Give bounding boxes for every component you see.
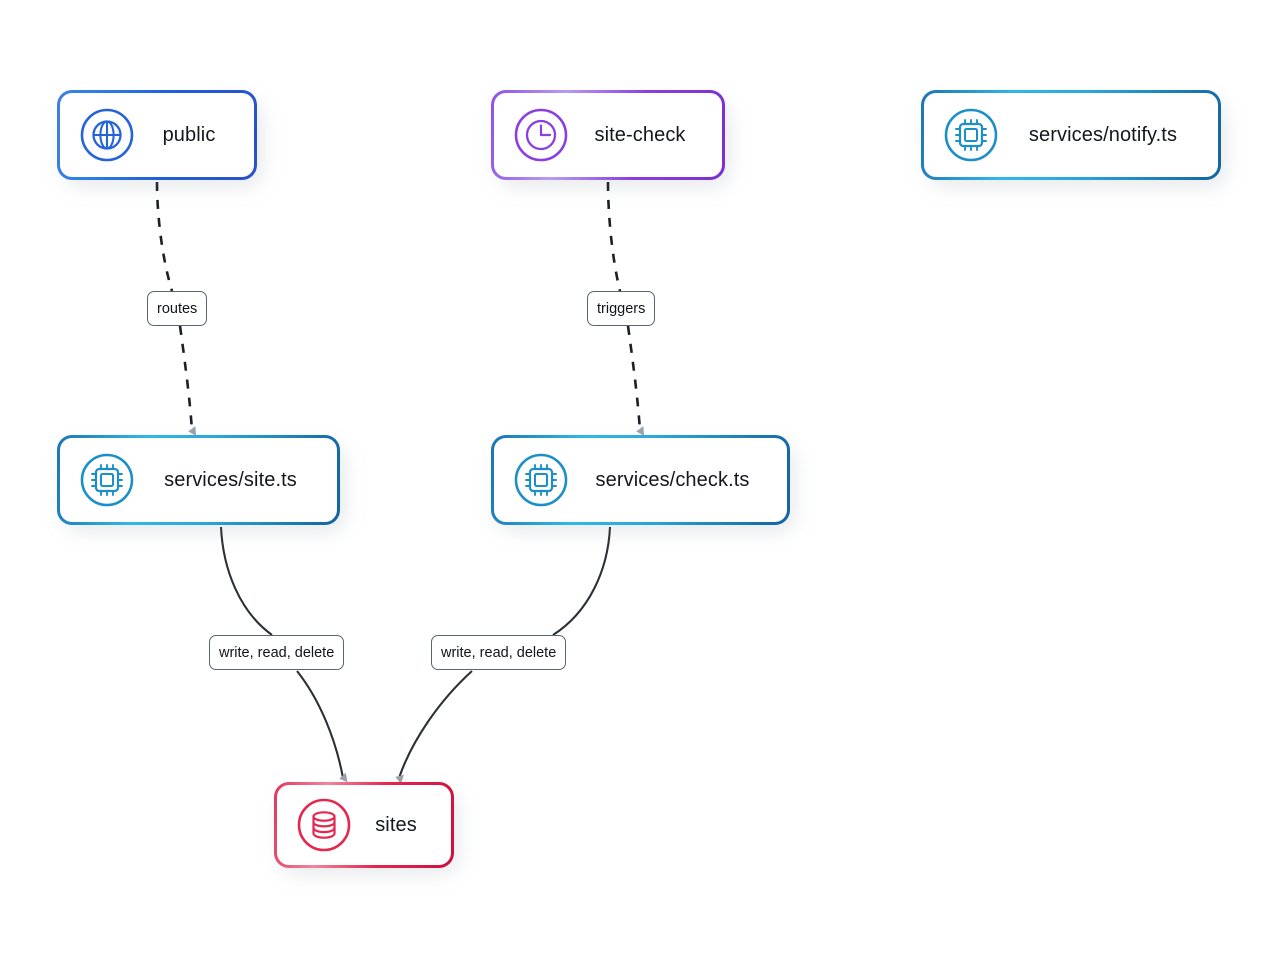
node-services-check[interactable]: services/check.ts [491,435,790,525]
edge-check-writes-sites-lower [395,670,473,784]
node-label-services-site: services/site.ts [164,468,297,491]
chip-icon [512,451,570,509]
node-sites[interactable]: sites [274,782,454,868]
edge-public-routes-site-lower [178,325,197,436]
database-icon [295,796,353,854]
node-label-site-check: site-check [594,123,686,146]
node-site-check[interactable]: site-check [491,90,725,180]
edge-label-routes[interactable]: routes [147,291,208,326]
node-label-public: public [162,123,216,146]
edge-sitecheck-triggers-check-lower [626,325,645,436]
node-public[interactable]: public [57,90,257,180]
globe-icon [78,106,136,164]
node-services-site[interactable]: services/site.ts [57,435,340,525]
edge-sitecheck-triggers-check-upper [606,181,622,292]
clock-icon [512,106,570,164]
edge-public-routes-site-upper [155,181,174,292]
edge-label-write-read-delete-site[interactable]: write, read, delete [209,635,345,670]
node-label-services-check: services/check.ts [595,468,750,491]
node-label-services-notify: services/notify.ts [1028,123,1178,146]
chip-icon [942,106,1000,164]
node-label-sites: sites [375,813,417,836]
node-services-notify[interactable]: services/notify.ts [921,90,1221,180]
edge-label-triggers[interactable]: triggers [587,291,656,326]
chip-icon [78,451,136,509]
edge-label-write-read-delete-check[interactable]: write, read, delete [431,635,567,670]
edge-site-writes-sites-upper [219,526,273,636]
edge-site-writes-sites-lower [296,670,348,783]
edge-check-writes-sites-upper [552,526,612,636]
